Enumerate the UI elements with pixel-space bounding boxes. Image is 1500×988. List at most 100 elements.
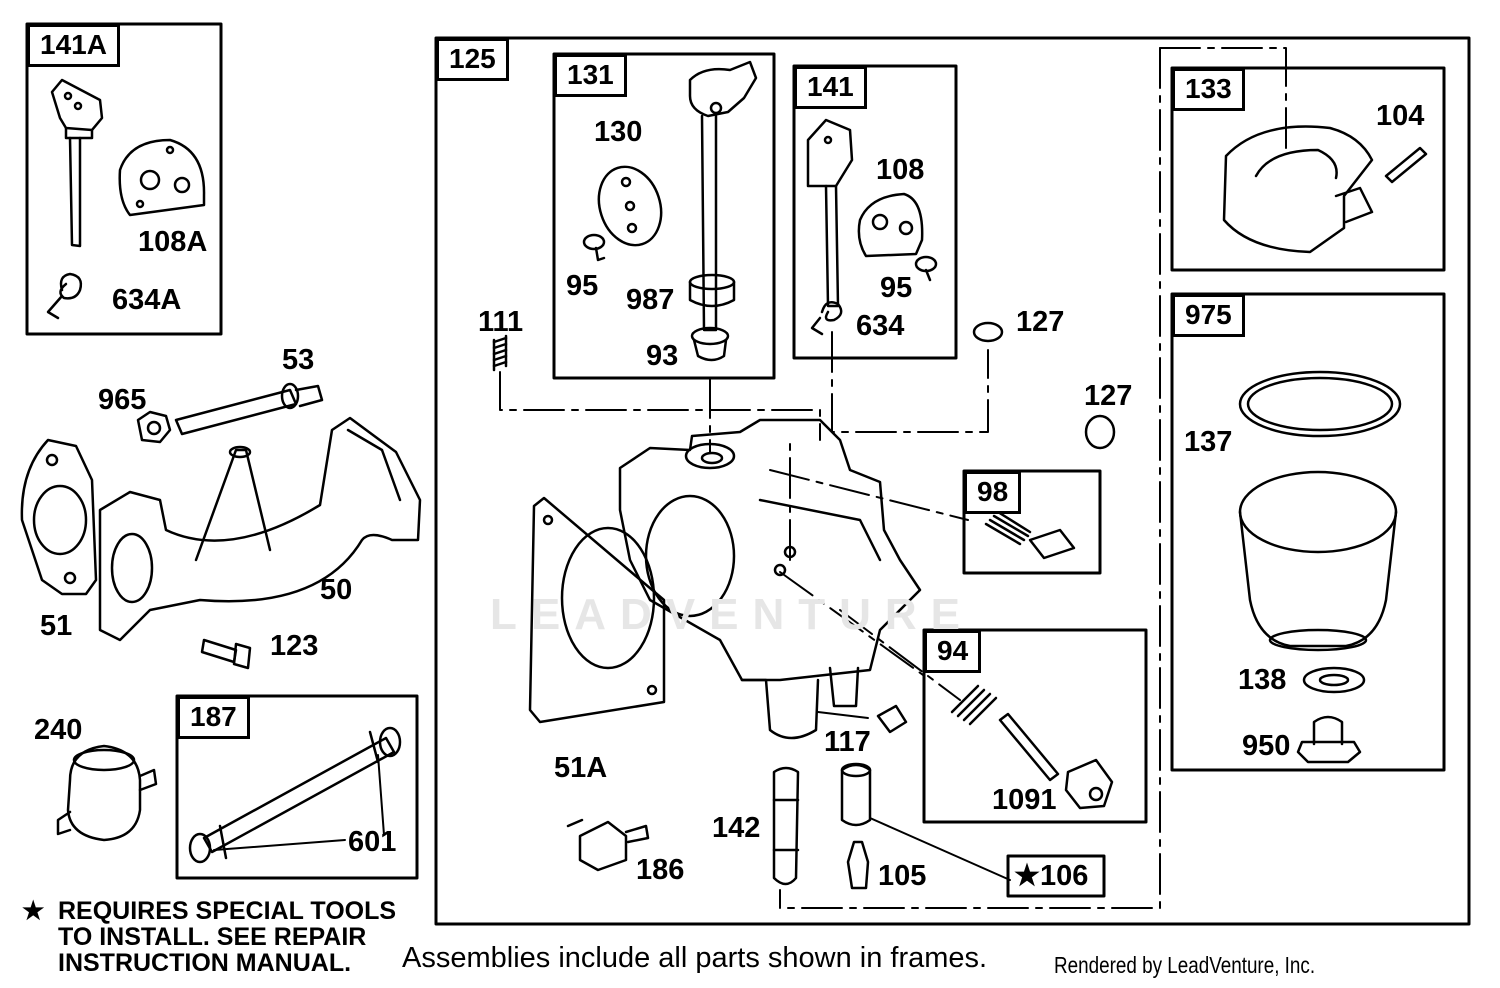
- leader-lines: [499, 47, 1287, 909]
- part-label-965: 965: [98, 384, 147, 416]
- note-line-3: INSTRUCTION MANUAL.: [58, 949, 352, 977]
- screw-95b: [914, 255, 938, 282]
- spring-94: [950, 684, 998, 726]
- gasket-137: [1238, 370, 1402, 438]
- screw-117: [876, 704, 908, 734]
- part-label-987: 987: [626, 284, 675, 316]
- nozzle-142: [772, 766, 800, 886]
- choke-shaft-141: [806, 118, 854, 308]
- part-label-137: 137: [1184, 426, 1233, 458]
- frame-98-box: [962, 469, 1102, 575]
- frame-975-box: [1170, 292, 1446, 772]
- frame-label-141: 141: [794, 66, 867, 109]
- solid-leaders: [213, 711, 1011, 881]
- part-label-130: 130: [594, 116, 643, 148]
- fuel-line-187: [188, 726, 402, 864]
- frame-label-187: 187: [177, 696, 250, 739]
- choke-plate-108A: [118, 138, 206, 217]
- part-label-108A: 108A: [138, 226, 208, 258]
- spring-111: [492, 334, 508, 372]
- part-label-117: 117: [824, 726, 871, 758]
- assemblies-caption: Assemblies include all parts shown in fr…: [402, 942, 988, 974]
- part-label-95a: 95: [566, 270, 599, 302]
- part-label-634A: 634A: [112, 284, 182, 316]
- spring-634: [810, 301, 843, 336]
- part-label-51: 51: [40, 610, 73, 642]
- frame-141A-box: [25, 22, 223, 336]
- fuel-filter-240: [56, 744, 158, 842]
- washer-127b: [1084, 414, 1116, 450]
- part-label-186: 186: [636, 854, 685, 886]
- frame-94-box: [922, 628, 1148, 824]
- frame-label-94: 94: [924, 630, 982, 673]
- frame-label-106: ★106: [1014, 860, 1089, 892]
- frame-187-box: [175, 694, 419, 880]
- part-label-634: 634: [856, 310, 905, 342]
- throttle-plate-130: [597, 165, 663, 247]
- frame-106-box: [1006, 854, 1106, 898]
- bolt-950: [1296, 715, 1362, 764]
- screw-123: [200, 638, 252, 670]
- part-label-601: 601: [348, 826, 397, 858]
- throttle-shaft-131: [688, 60, 758, 332]
- part-label-93: 93: [646, 340, 679, 372]
- frame-label-975: 975: [1172, 294, 1245, 337]
- part-label-240: 240: [34, 714, 83, 746]
- part-label-104: 104: [1376, 100, 1425, 132]
- bowl-975: [1238, 470, 1398, 652]
- manifold-50: [98, 416, 422, 642]
- part-label-950: 950: [1242, 730, 1291, 762]
- part-label-142: 142: [712, 812, 761, 844]
- part-label-1091: 1091: [992, 784, 1057, 816]
- frame-label-125: 125: [436, 38, 509, 81]
- spring-98: [984, 510, 1032, 546]
- note-line-1: REQUIRES SPECIAL TOOLS: [58, 897, 397, 925]
- needle-105: [846, 840, 870, 890]
- frame-label-133: 133: [1172, 68, 1245, 111]
- part-label-105: 105: [878, 860, 927, 892]
- seat-106: [840, 762, 872, 827]
- pin-104: [1384, 146, 1428, 184]
- screw-95a: [582, 233, 606, 262]
- choke-shaft-141A: [50, 78, 104, 248]
- choke-plate-108: [857, 192, 924, 258]
- part-label-51A: 51A: [554, 752, 608, 784]
- screw-94: [998, 712, 1060, 782]
- part-label-108: 108: [876, 154, 925, 186]
- frame-label-141A: 141A: [27, 24, 120, 67]
- stud-53: [174, 382, 324, 436]
- special-tools-note: ★ REQUIRES SPECIAL TOOLS TO INSTALL. SEE…: [22, 898, 396, 976]
- part-label-138: 138: [1238, 664, 1287, 696]
- star-icon: ★: [22, 897, 45, 925]
- gasket-51A: [528, 496, 666, 724]
- nut-965: [136, 410, 172, 444]
- knob-1091: [1064, 758, 1114, 810]
- float-133: [1222, 125, 1374, 254]
- frame-125-box: [434, 36, 1471, 926]
- washer-127a: [972, 321, 1004, 343]
- part-label-123: 123: [270, 630, 319, 662]
- part-label-111: 111: [478, 306, 524, 338]
- frame-133-box: [1170, 66, 1446, 272]
- note-line-2: TO INSTALL. SEE REPAIR: [58, 923, 367, 951]
- frame-label-98: 98: [964, 471, 1022, 514]
- part-label-127a: 127: [1016, 306, 1065, 338]
- seal-987: [688, 273, 736, 308]
- screw-98: [1028, 528, 1076, 560]
- watermark: LEADVENTURE: [490, 590, 975, 639]
- fitting-186: [566, 818, 650, 872]
- frame-131-box: [552, 52, 776, 380]
- frame-141-box: [792, 64, 958, 360]
- part-label-50: 50: [320, 574, 353, 606]
- spring-634A: [46, 272, 83, 320]
- bushing-93: [690, 326, 730, 362]
- render-credit: Rendered by LeadVenture, Inc.: [1054, 952, 1316, 978]
- gasket-51: [20, 438, 98, 596]
- part-label-127b: 127: [1084, 380, 1133, 412]
- part-label-53: 53: [282, 344, 315, 376]
- part-label-95b: 95: [880, 272, 913, 304]
- washer-138: [1302, 666, 1366, 694]
- frame-label-131: 131: [554, 54, 627, 97]
- carburetor-body: [618, 418, 922, 740]
